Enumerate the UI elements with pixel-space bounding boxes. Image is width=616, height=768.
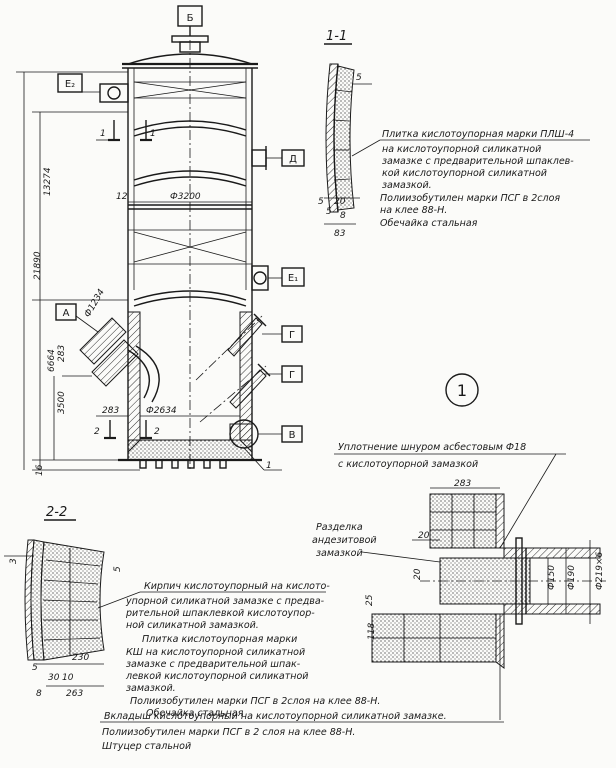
support-feet <box>139 459 227 469</box>
dim-base-height: 16 <box>35 464 45 476</box>
detail-1-groove-note-2: андезитовой <box>312 535 377 546</box>
nozzle-e2-label-box <box>57 73 83 93</box>
section-1-1-dim-a: 5 <box>318 197 324 207</box>
section-1-1-note-3: замазке с предварительной шпаклев- <box>382 156 574 167</box>
detail-1-groove-note-3: замазкой <box>316 548 363 559</box>
section-2-2-detail: 2-2 3 5 5 230 30 10 8 263 Кирпич кислото… <box>4 505 380 719</box>
detail-1-bottom-note-1: Вкладыш кислотоупорный на кислотоупорной… <box>104 711 447 722</box>
detail-1-groove-note-1: Разделка <box>316 522 363 533</box>
section-mark-1-right: 1 <box>150 129 156 139</box>
section-1-1-note-7: на клее 88-Н. <box>380 205 447 216</box>
detail-1-bottom-note-3: Штуцер стальной <box>102 741 191 752</box>
section-1-1-note-5: замазкой. <box>382 180 432 191</box>
nozzle-d-label-box <box>281 149 305 167</box>
dim-bottom-height: 3500 <box>57 391 67 414</box>
nozzle-e1-label-box <box>281 267 305 287</box>
detail-1-seal-note-1: Уплотнение шнуром асбестовым Ф18 <box>338 442 526 453</box>
detail-1-callout-number: 1 <box>457 381 467 400</box>
nozzle-g2-label: Г <box>289 370 295 381</box>
section-2-2-note-5: Плитка кислотоупорная марки <box>142 634 297 645</box>
section-2-2-dim-230: 230 <box>72 653 89 663</box>
section-mark-1-left: 1 <box>100 129 106 139</box>
section-1-1-dim-top: 5 <box>356 73 362 83</box>
section-2-2-note-4: ной силикатной замазкой. <box>126 620 259 631</box>
dim-upper-height: 13274 <box>43 167 53 196</box>
dim-nozzle-a-diameter: Ф1234 <box>83 287 107 319</box>
section-2-2-dim-30: 30 <box>48 673 60 683</box>
section-2-2-title: 2-2 <box>46 505 67 520</box>
section-2-2-dim-3: 3 <box>9 558 19 564</box>
dim-lower-height: 6664 <box>47 349 57 372</box>
nozzle-v-label: В <box>289 430 296 441</box>
dim-lower-diameter: Ф2634 <box>146 406 177 416</box>
dim-total-height: 21890 <box>33 251 43 280</box>
detail-1-nozzle-section: Уплотнение шнуром асбестовым Ф18 с кисло… <box>100 442 606 752</box>
detail-1-dim-20b: 20 <box>413 568 423 580</box>
section-2-2-note-2: упорной силикатной замазке с предва- <box>125 596 325 607</box>
section-mark-2-right: 2 <box>154 427 160 437</box>
detail-1-dim-20a: 20 <box>418 531 430 541</box>
detail-1-dim-d219: Ф219×6 <box>595 552 605 590</box>
detail-1-dim-25: 25 <box>365 594 375 606</box>
detail-1-callout-circle <box>445 373 479 407</box>
section-2-2-note-3: рительной шпаклевкой кислотоупор- <box>125 608 315 619</box>
section-2-2-dim-5: 5 <box>32 663 38 673</box>
column-elevation: Б Е₂ <box>16 5 305 476</box>
section-2-2-note-1: Кирпич кислотоупорный на кислото- <box>144 581 330 592</box>
section-1-1-note-6: Полиизобутилен марки ПСГ в 2слоя <box>380 193 560 204</box>
nozzle-e1-label: Е₁ <box>288 273 298 284</box>
detail-ref-1: 1 <box>266 461 272 471</box>
detail-1-dim-d150: Ф150 <box>547 565 557 590</box>
section-1-1-dim-total: 83 <box>334 229 346 239</box>
nozzle-d-label: Д <box>289 154 297 165</box>
section-2-2-dim-10: 10 <box>62 673 74 683</box>
section-mark-2-left: 2 <box>94 427 100 437</box>
section-2-2-note-10: Полиизобутилен марки ПСГ в 2слоя на клее… <box>130 696 380 707</box>
section-1-1-dim-c: 5 <box>326 207 332 217</box>
dim-offset-283-lower: 283 <box>102 406 119 416</box>
dim-shell-12: 12 <box>116 192 128 202</box>
section-2-2-dim-8: 8 <box>36 689 42 699</box>
nozzle-a-label-box <box>55 303 77 321</box>
section-2-2-note-8: левкой кислотоупорной силикатной <box>125 671 308 682</box>
nozzle-a-label: А <box>63 308 70 319</box>
section-2-2-note-11: Обечайка стальная <box>146 708 244 719</box>
detail-1-seal-note-2: с кислотоупорной замазкой <box>338 459 478 470</box>
section-2-2-note-6: КШ на кислотоупорной силикатной <box>126 647 305 658</box>
section-1-1-note-8: Обечайка стальная <box>380 218 478 229</box>
detail-1-bottom-note-2: Полиизобутилен марки ПСГ в 2 слоя на кле… <box>102 727 355 738</box>
section-1-1-note-2: на кислотоупорной силикатной <box>382 144 541 155</box>
dim-upper-diameter: Ф3200 <box>170 192 201 202</box>
section-1-1-detail: 1-1 5 5 20 5 8 83 Плитка кислотоупорная … <box>318 29 590 239</box>
top-nozzle-label: Б <box>187 13 194 24</box>
section-1-1-dim-b: 20 <box>334 197 346 207</box>
section-2-2-note-9: замазкой. <box>126 683 176 694</box>
detail-1-dim-283: 283 <box>454 479 471 489</box>
section-1-1-note-4: кой кислотоупорной силикатной <box>382 168 547 179</box>
nozzle-g1-label: Г <box>289 330 295 341</box>
detail-1-dim-d190: Ф190 <box>567 565 577 590</box>
nozzle-e2-label: Е₂ <box>65 79 75 90</box>
section-2-2-note-7: замазке с предварительной шпак- <box>126 659 301 670</box>
nozzle-v-label-box <box>281 425 303 443</box>
detail-1-dim-118: 118 <box>367 623 377 640</box>
section-1-1-title: 1-1 <box>326 29 347 44</box>
section-1-1-dim-d: 8 <box>340 211 346 221</box>
dim-offset-283-upper: 283 <box>57 345 67 362</box>
section-2-2-dim-263: 263 <box>66 689 83 699</box>
nozzle-g2-label-box <box>281 365 303 383</box>
section-1-1-note-1: Плитка кислотоупорная марки ПЛШ-4 <box>382 129 574 140</box>
section-2-2-dim-5-top: 5 <box>113 566 123 572</box>
nozzle-g1-label-box <box>281 325 303 343</box>
